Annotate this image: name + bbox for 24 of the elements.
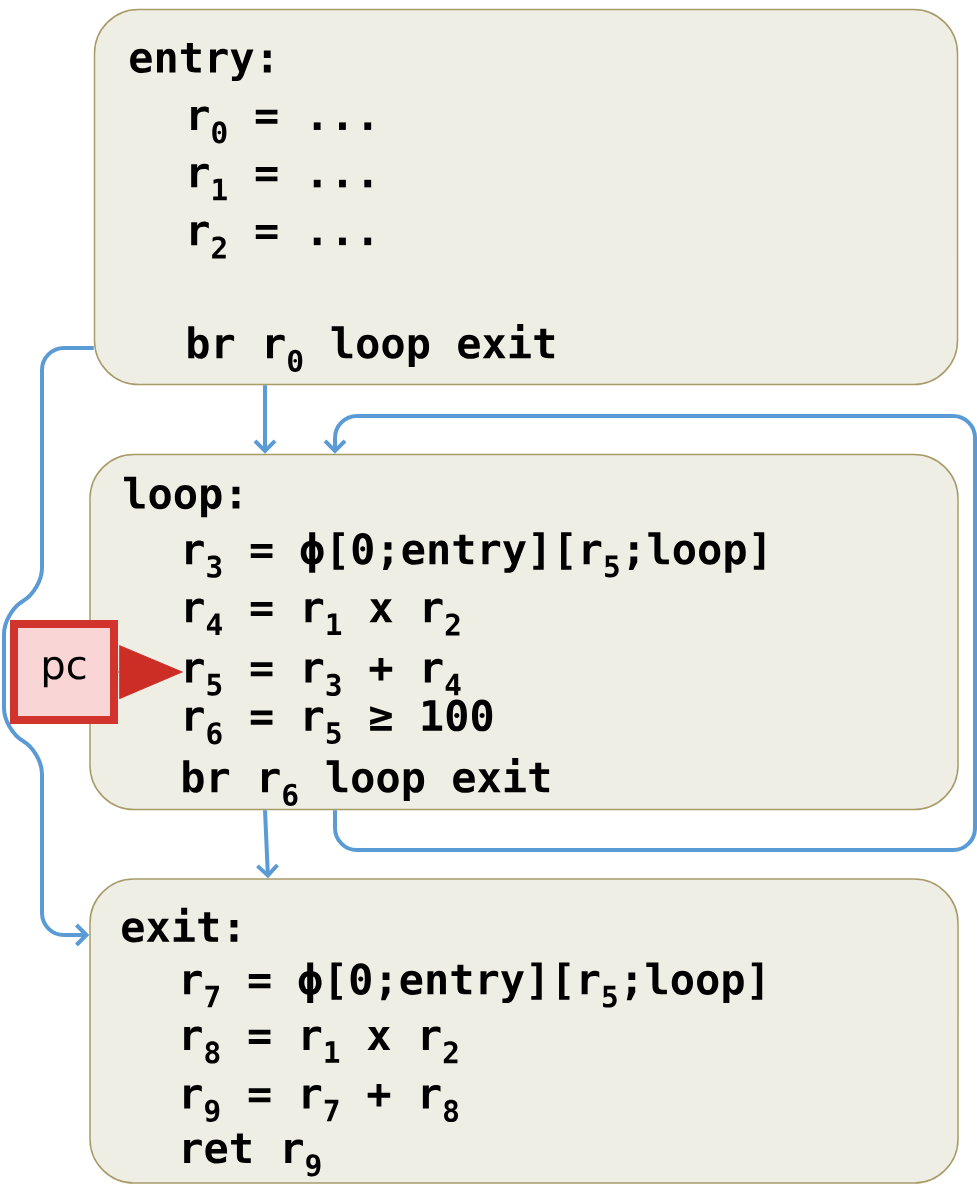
code-line: r$_{8}$ = r$_{1}$ x r$_{2}$ (184, 1026, 458, 1064)
code-block (89, 453, 959, 811)
code-line: r$_{6}$ = r$_{5}$ ≥ 100 (186, 699, 493, 745)
code-line: r$_{0}$ = ... (191, 106, 372, 144)
code-block (93, 8, 959, 386)
code-line: br r$_{0}$ loop exit (188, 324, 555, 372)
code-line: ret r$_{9}$ (184, 1133, 321, 1177)
block-label: loop: (124, 476, 240, 518)
arrow (253, 385, 277, 454)
arrow (256, 810, 279, 879)
code-line: r$_{1}$ = ... (191, 163, 372, 201)
code-line: br r$_{6}$ loop exit (183, 758, 550, 806)
pointer-arrow (117, 645, 183, 699)
arrow (2, 346, 94, 947)
code-line: r$_{5}$ = r$_{3}$ + r$_{4}$ (186, 657, 461, 697)
block-label: exit: (122, 907, 238, 943)
code-block (89, 878, 959, 1184)
block-label: entry: (130, 42, 271, 82)
code-line: r$_{2}$ = ... (191, 221, 372, 259)
code-line: r$_{9}$ = r$_{7}$ + r$_{8}$ (184, 1083, 459, 1123)
code-line: r$_{4}$ = r$_{1}$ x r$_{2}$ (186, 598, 460, 636)
arrow (323, 414, 977, 852)
code-line: r$_{3}$ = ϕ[0;entry][r$_{5}$;loop] (186, 532, 765, 578)
code-line: r$_{7}$ = ϕ[0;entry][r$_{5}$;loop] (184, 962, 763, 1008)
